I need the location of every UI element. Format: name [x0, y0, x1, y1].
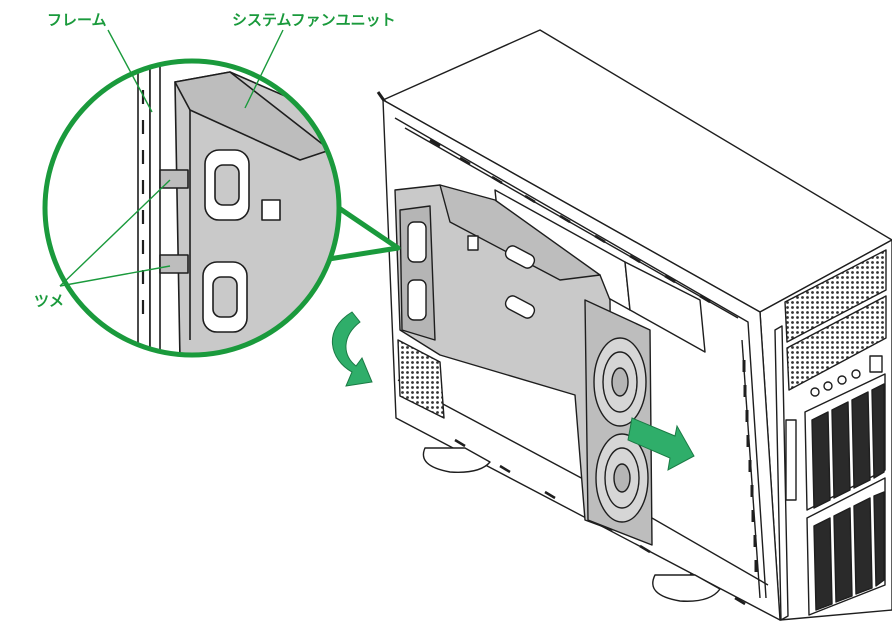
label-tab: ツメ: [34, 292, 65, 310]
hdd-bays-upper: [804, 373, 886, 511]
label-fan-unit: システムファンユニット: [232, 11, 396, 29]
system-fan-unit: [394, 184, 653, 546]
foot-right: [652, 574, 721, 602]
leader-fan-unit: [244, 29, 284, 109]
leader-lines: [59, 29, 284, 287]
leader-tab-lower: [59, 265, 171, 287]
foot-left: [422, 447, 491, 473]
rotation-arrow: [332, 311, 373, 387]
leader-tab-upper: [59, 179, 171, 287]
front-vent-upper: [784, 249, 887, 343]
front-vent-lower: [786, 295, 887, 391]
hdd-bays-lower: [806, 477, 886, 616]
psu-vent-mesh: [397, 339, 445, 419]
leader-frame: [107, 29, 153, 113]
pull-arrow: [627, 417, 695, 471]
label-frame: フレーム: [47, 11, 107, 29]
zoom-tab-lower: [159, 254, 189, 274]
zoom-callout: [42, 58, 401, 358]
